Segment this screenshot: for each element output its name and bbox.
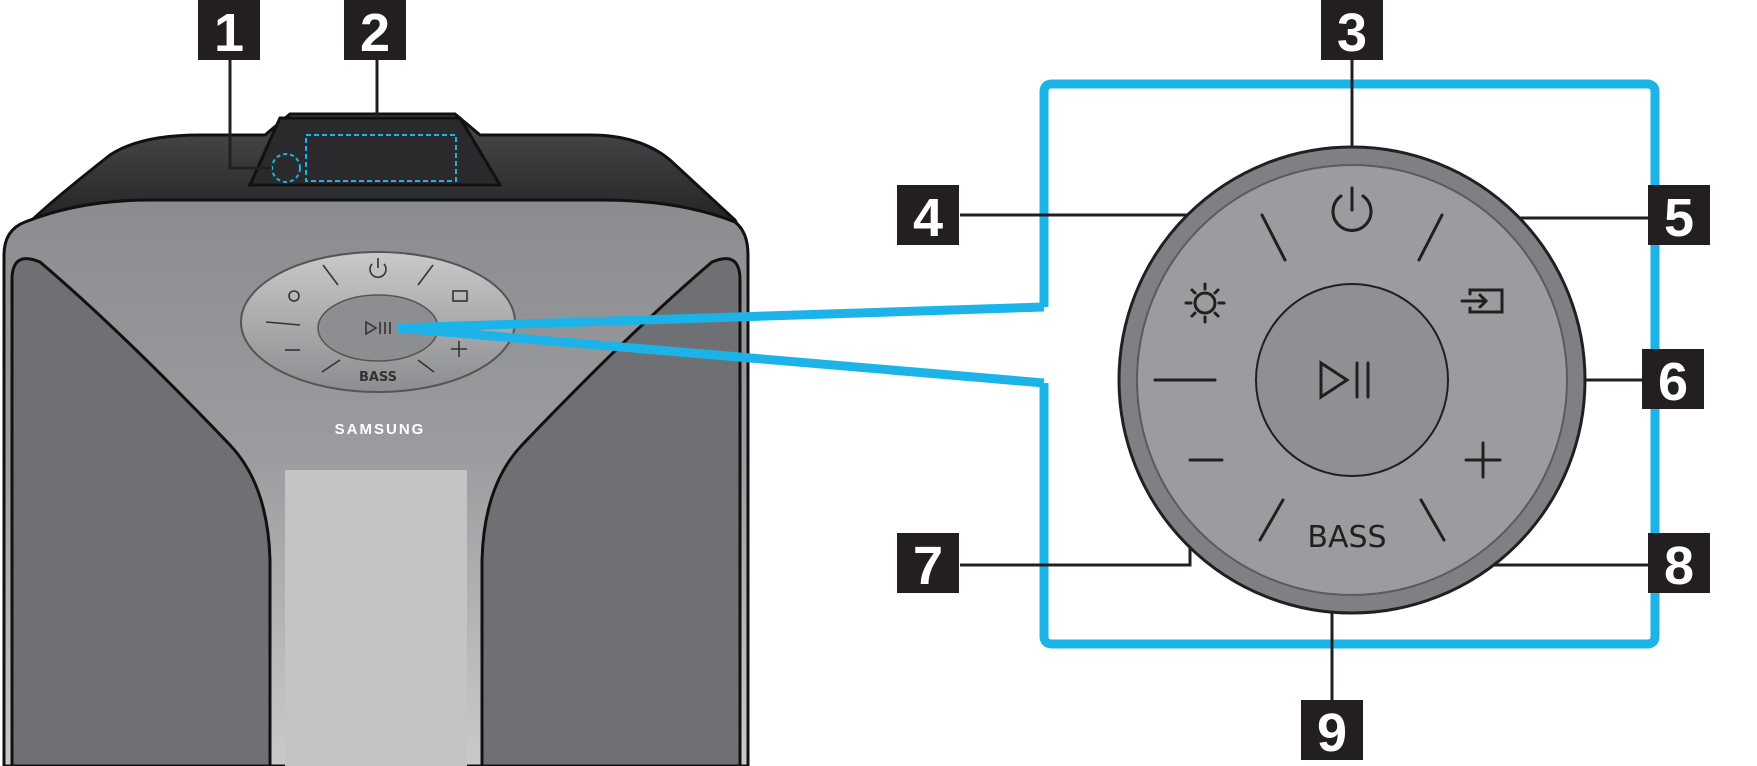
callout-5: 5 (1648, 185, 1710, 248)
display-housing (247, 116, 503, 187)
small-tick (322, 264, 339, 286)
small-plus-icon[interactable] (451, 341, 467, 357)
divider-tick (1260, 213, 1287, 262)
source-icon (1460, 288, 1504, 314)
divider-tick (1419, 498, 1446, 542)
power-icon (1331, 186, 1373, 232)
callout-7: 7 (897, 533, 959, 596)
small-tick (265, 321, 301, 326)
svg-text:2: 2 (360, 3, 390, 63)
svg-text:7: 7 (913, 536, 943, 596)
svg-text:3: 3 (1337, 3, 1367, 63)
small-source-icon[interactable] (452, 290, 468, 302)
display-indicator (305, 134, 457, 182)
speaker-right-grille (480, 257, 742, 766)
callout-4: 4 (897, 185, 959, 248)
callout-2: 2 (344, 0, 406, 63)
callout-9: 9 (1301, 700, 1363, 763)
volume-up-button[interactable] (1464, 441, 1502, 479)
small-power-icon[interactable] (369, 258, 387, 279)
zoomed-control-panel: BASS (1117, 145, 1587, 615)
light-button[interactable] (1184, 282, 1226, 324)
brand-logo: SAMSUNG (335, 421, 426, 438)
speaker-unit: BASS SAMSUNG (2, 112, 750, 766)
small-tick (321, 359, 341, 373)
divider-tick (1417, 213, 1444, 262)
svg-text:8: 8 (1664, 536, 1694, 596)
plus-icon (1464, 441, 1502, 479)
small-tick (417, 359, 435, 373)
zoom-projection (397, 302, 1045, 388)
bass-button[interactable]: BASS (1307, 520, 1386, 555)
small-bass-label: BASS (359, 370, 397, 385)
small-tick (417, 264, 434, 286)
svg-text:5: 5 (1664, 188, 1694, 248)
small-control-panel: BASS (240, 251, 516, 393)
source-button[interactable] (1460, 288, 1504, 314)
callout-6: 6 (1642, 349, 1704, 412)
callout-labels: 1 2 3 4 5 6 7 8 (198, 0, 1710, 763)
callout-1: 1 (198, 0, 260, 63)
svg-text:6: 6 (1658, 352, 1688, 412)
light-icon (1184, 282, 1226, 324)
small-light-icon[interactable] (288, 290, 300, 302)
svg-text:4: 4 (913, 188, 943, 248)
speaker-center-strip (285, 470, 467, 766)
callout-3: 3 (1321, 0, 1383, 63)
svg-text:9: 9 (1317, 703, 1347, 763)
small-play-pause-icon (365, 320, 391, 336)
play-pause-button[interactable] (1255, 283, 1449, 477)
power-button[interactable] (1331, 186, 1373, 232)
divider-tick (1258, 498, 1285, 542)
bass-label: BASS (1307, 520, 1386, 555)
speaker-left-grille (10, 257, 272, 766)
svg-text:1: 1 (214, 3, 244, 63)
callout-8: 8 (1648, 533, 1710, 596)
play-pause-icon (1319, 360, 1370, 400)
